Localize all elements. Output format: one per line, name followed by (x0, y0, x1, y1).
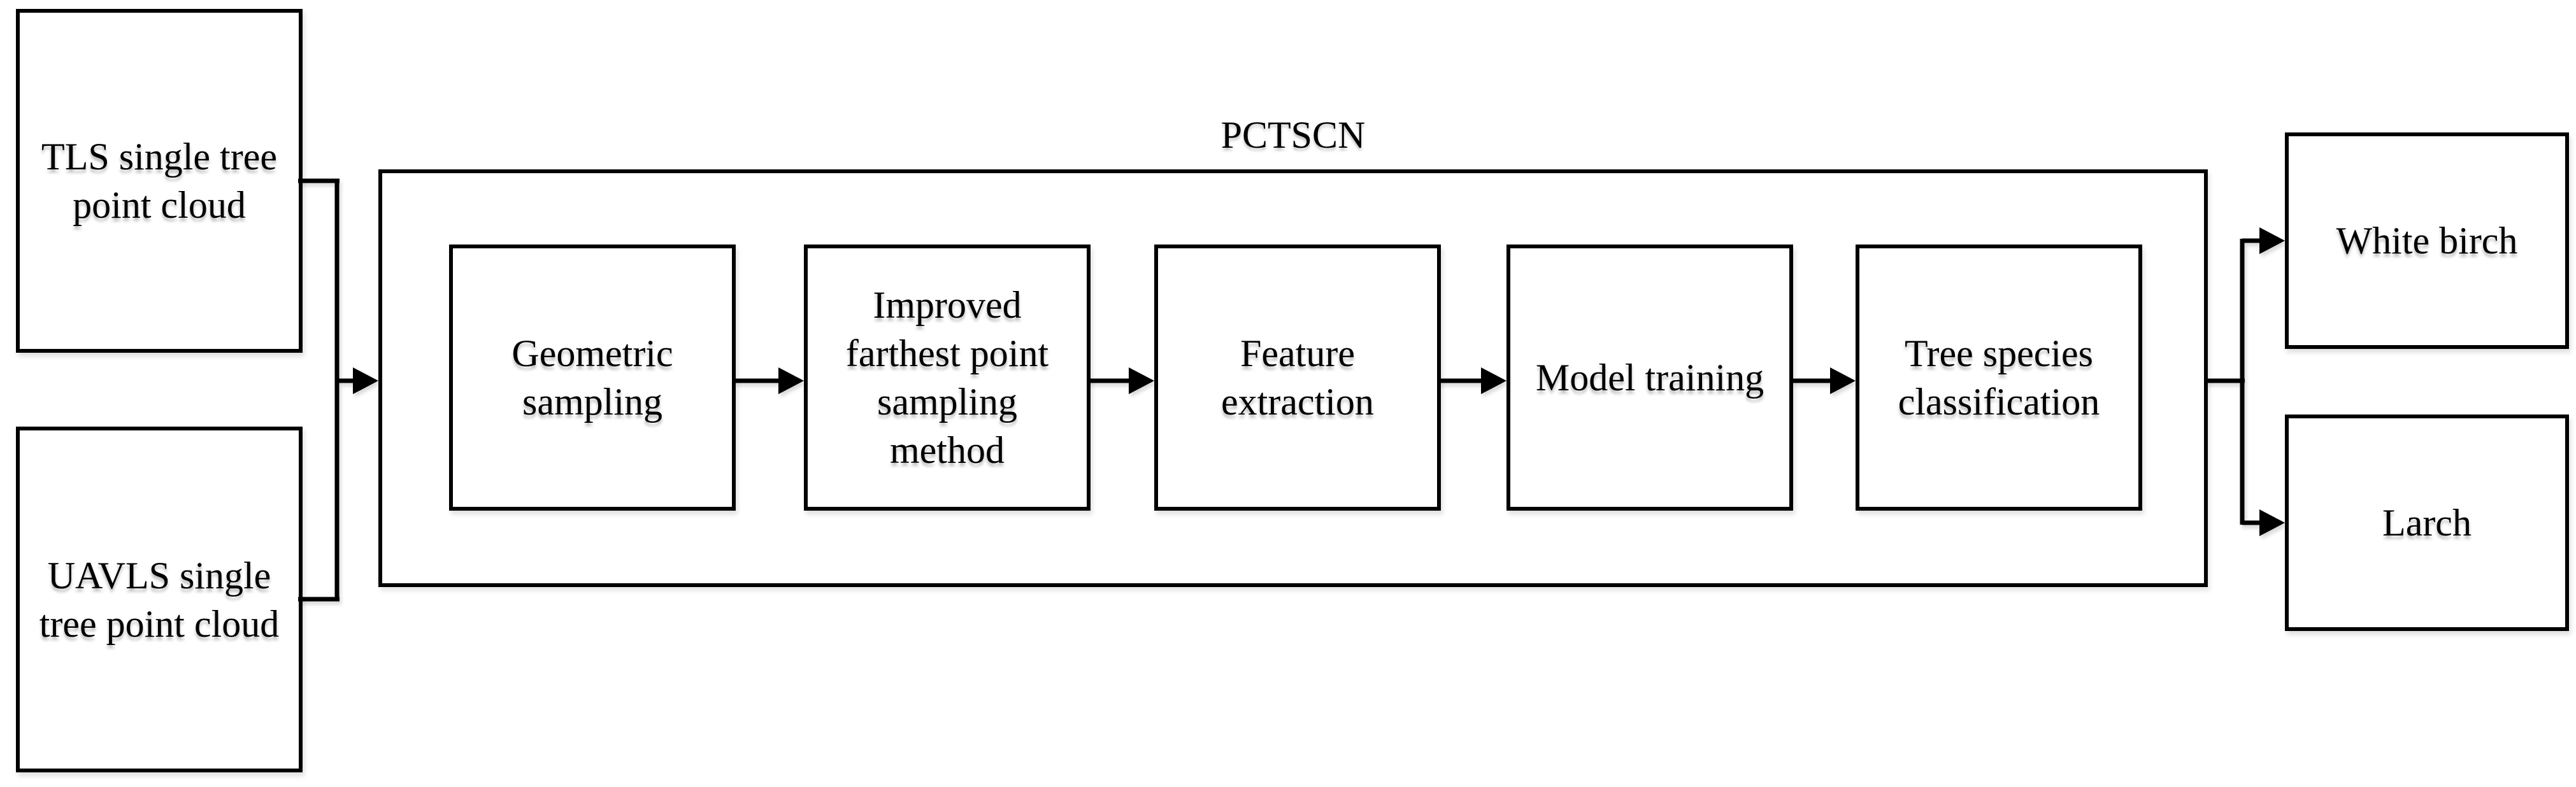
node-geometric-sampling: Geometric sampling (449, 245, 736, 511)
arrow-into-white-birch (2242, 227, 2285, 254)
node-improved-farthest-point-sampling: Improved farthest point sampling method (804, 245, 1091, 511)
node-white-birch-output: White birch (2285, 132, 2569, 349)
node-model-training: Model training (1506, 245, 1793, 511)
pctscn-title: PCTSCN (1220, 114, 1366, 156)
node-uavls-input: UAVLS single tree point cloud (16, 427, 303, 772)
node-feature-extraction: Feature extraction (1154, 245, 1441, 511)
arrow-into-pctscn (337, 367, 378, 394)
node-tree-species-classification: Tree species classification (1856, 245, 2142, 511)
node-tls-input: TLS single tree point cloud (16, 9, 303, 353)
arrow-into-larch (2242, 509, 2285, 536)
node-larch-output: Larch (2285, 415, 2569, 631)
